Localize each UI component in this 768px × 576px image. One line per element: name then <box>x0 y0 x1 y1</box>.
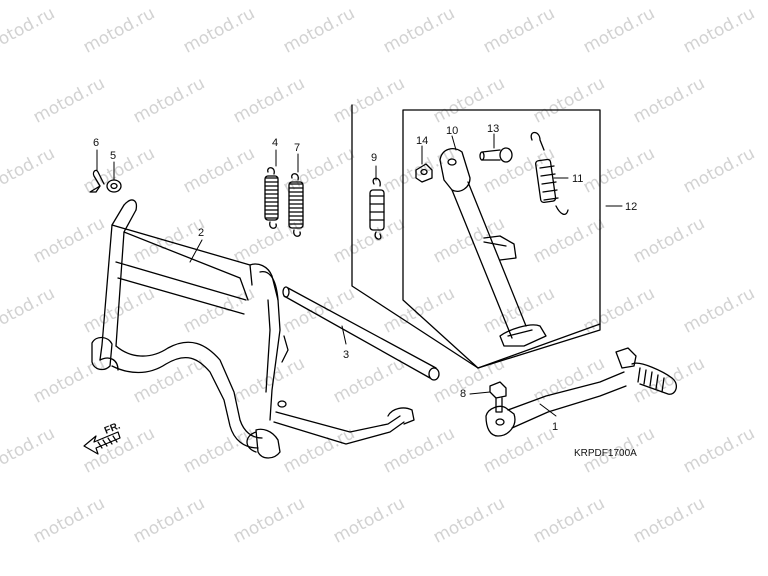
front-direction-arrow <box>83 431 121 455</box>
callout-13: 13 <box>487 123 499 135</box>
callout-2: 2 <box>198 227 204 239</box>
callout-3: 3 <box>343 349 349 361</box>
callout-7: 7 <box>294 142 300 154</box>
kick-pedal <box>485 347 678 437</box>
cotter-pin <box>89 169 105 193</box>
callout-labels: 6 5 2 4 7 9 14 10 13 11 12 3 8 1 FR. <box>93 123 637 437</box>
callout-12: 12 <box>625 201 637 213</box>
pivot-bolt <box>479 147 513 163</box>
nut <box>415 163 433 183</box>
callout-10: 10 <box>446 125 458 137</box>
main-stand <box>91 199 415 459</box>
washer <box>106 179 122 193</box>
callout-4: 4 <box>272 137 278 149</box>
callout-11: 11 <box>572 173 583 185</box>
side-stand-spring <box>530 131 569 215</box>
callout-1: 1 <box>552 421 558 433</box>
side-stand-spring-small <box>369 177 385 240</box>
callout-5: 5 <box>110 150 116 162</box>
callout-9: 9 <box>371 152 377 164</box>
diagram-code: KRPDF1700A <box>574 448 637 459</box>
callout-14: 14 <box>416 135 428 147</box>
side-stand <box>439 148 547 347</box>
callout-6: 6 <box>93 137 99 149</box>
side-stand-kit-frame <box>351 104 601 369</box>
main-stand-spring-b <box>288 173 304 237</box>
main-stand-spring-a <box>264 167 279 229</box>
pivot-shaft <box>282 286 440 381</box>
callout-8: 8 <box>460 388 466 400</box>
leader-lines <box>96 133 623 417</box>
